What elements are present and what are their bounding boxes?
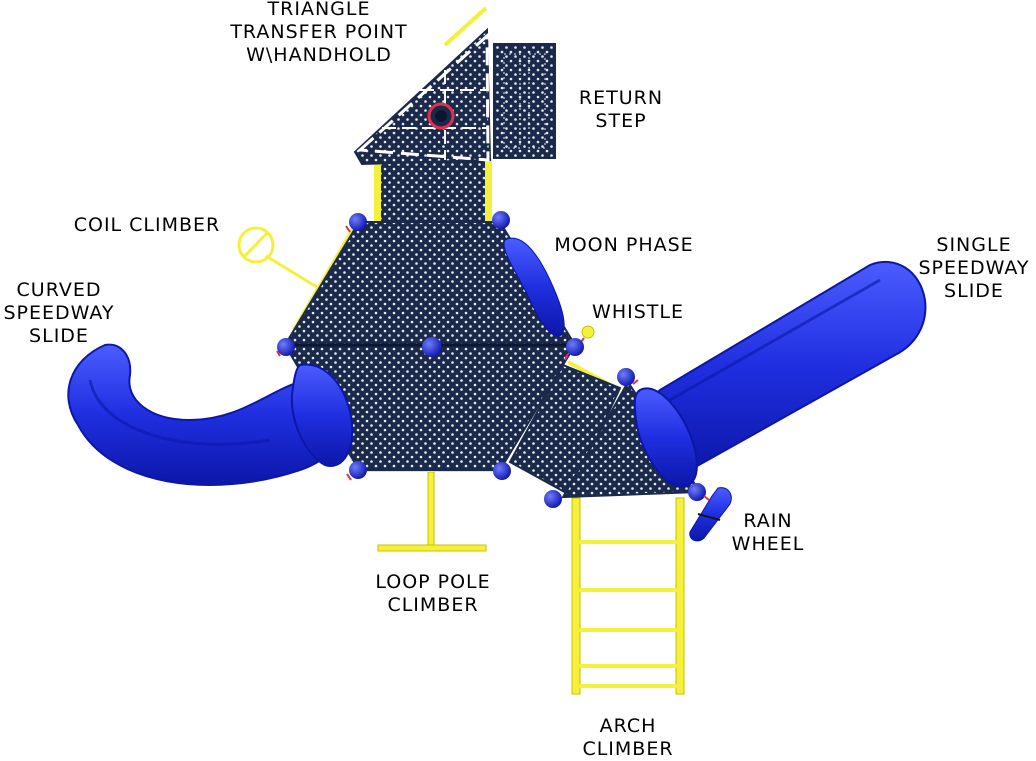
label-line: LOOP POLE: [375, 571, 491, 593]
loop-pole-climber[interactable]: [377, 471, 487, 552]
label-line: RAIN: [743, 510, 793, 532]
label-coil-climber: COIL CLIMBER: [62, 214, 232, 237]
bridge-deck: [374, 158, 492, 230]
coil-climber[interactable]: [237, 226, 326, 294]
label-line: SLIDE: [29, 325, 89, 347]
label-line: COIL CLIMBER: [73, 214, 221, 236]
label-line: TRIANGLE: [267, 0, 371, 20]
label-line: RETURN: [578, 87, 664, 109]
label-line: CLIMBER: [582, 738, 674, 760]
label-loop-pole-climber: LOOP POLE CLIMBER: [358, 571, 508, 617]
label-line: CURVED: [16, 279, 102, 301]
label-arch-climber: ARCH CLIMBER: [578, 715, 678, 761]
moon-phase-panel[interactable]: [503, 237, 565, 337]
rain-wheel[interactable]: [689, 487, 732, 542]
label-curved-speedway-slide: CURVED SPEEDWAY SLIDE: [0, 279, 118, 348]
label-line: SLIDE: [944, 280, 1004, 302]
triangle-transfer-point[interactable]: [353, 6, 492, 166]
single-speedway-slide[interactable]: [633, 260, 927, 488]
label-line: ARCH: [599, 715, 657, 737]
label-line: STEP: [595, 110, 647, 132]
label-line: SPEEDWAY: [918, 257, 1030, 279]
label-line: TRANSFER POINT: [230, 21, 408, 43]
label-line: W\HANDHOLD: [246, 44, 392, 66]
handhold-icon: [427, 102, 455, 130]
label-whistle: WHISTLE: [588, 301, 688, 324]
label-single-speedway-slide: SINGLE SPEEDWAY SLIDE: [914, 234, 1034, 303]
label-line: SPEEDWAY: [3, 302, 115, 324]
label-return-step: RETURN STEP: [568, 87, 674, 133]
label-rain-wheel: RAIN WHEEL: [728, 510, 808, 556]
clamp-accents: [276, 225, 710, 501]
label-line: WHISTLE: [592, 301, 684, 323]
post-caps: [277, 211, 706, 508]
label-moon-phase: MOON PHASE: [544, 234, 704, 257]
return-step[interactable]: [493, 43, 556, 159]
label-triangle-transfer-point: TRIANGLE TRANSFER POINT W\HANDHOLD: [214, 0, 424, 67]
arch-climber[interactable]: [571, 497, 685, 695]
label-line: WHEEL: [731, 533, 805, 555]
label-line: SINGLE: [936, 234, 1012, 256]
label-line: CLIMBER: [387, 594, 479, 616]
curved-speedway-slide[interactable]: [67, 343, 354, 486]
label-line: MOON PHASE: [554, 234, 694, 256]
